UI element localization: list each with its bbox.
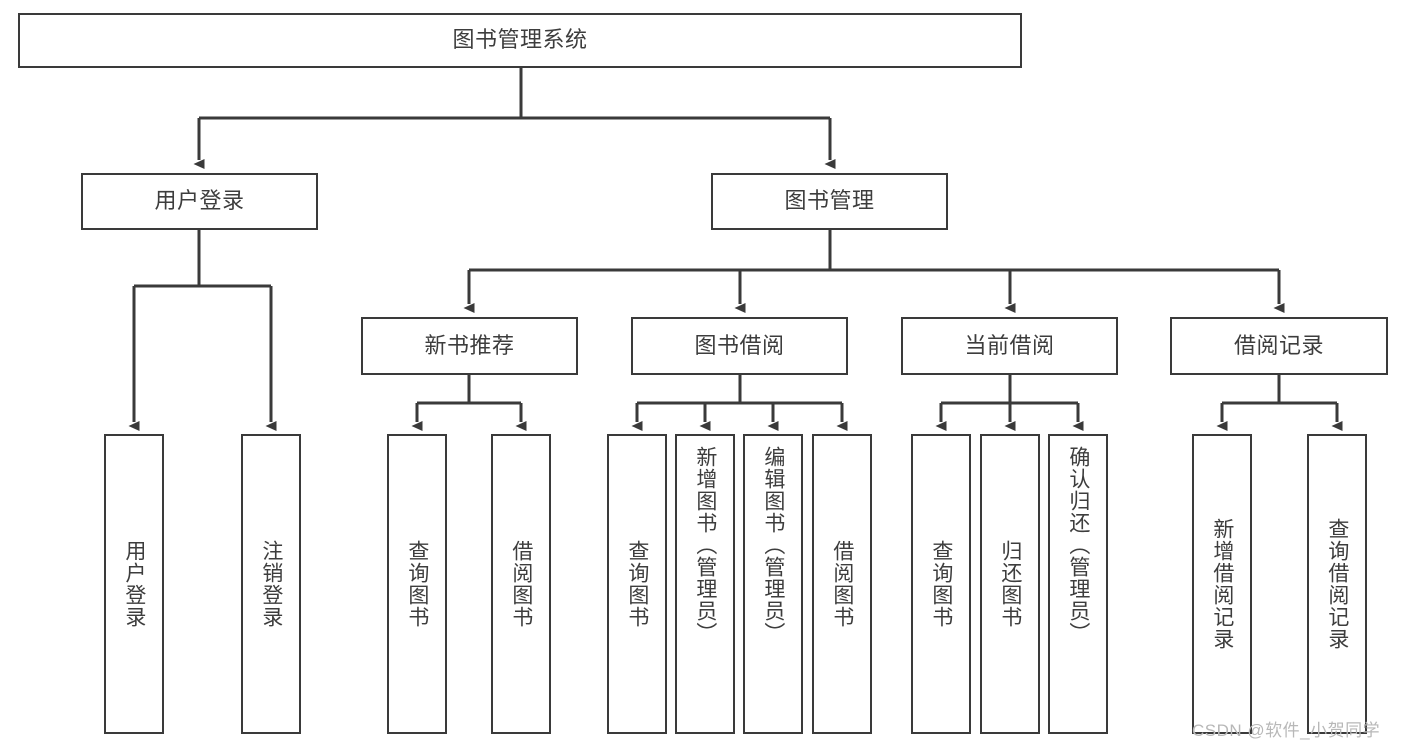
leaf-current-borrow-query[interactable]: 查询图书 [911, 434, 971, 734]
leaf-current-borrow-return[interactable]: 归还图书 [980, 434, 1040, 734]
leaf-new-book-query[interactable]: 查询图书 [387, 434, 447, 734]
node-user-login[interactable]: 用户登录 [81, 173, 318, 230]
leaf-current-borrow-confirm-admin[interactable]: 确认归还（管理员） [1048, 434, 1108, 734]
leaf-borrow-record-query[interactable]: 查询借阅记录 [1307, 434, 1367, 734]
node-borrow-record[interactable]: 借阅记录 [1170, 317, 1388, 375]
node-root[interactable]: 图书管理系统 [18, 13, 1022, 68]
leaf-book-borrow-borrow[interactable]: 借阅图书 [812, 434, 872, 734]
leaf-user-login-login[interactable]: 用户登录 [104, 434, 164, 734]
node-book-borrow[interactable]: 图书借阅 [631, 317, 848, 375]
csdn-watermark: CSDN @软件_小贺同学 [1192, 721, 1381, 740]
leaf-user-login-logout[interactable]: 注销登录 [241, 434, 301, 734]
leaf-book-borrow-query[interactable]: 查询图书 [607, 434, 667, 734]
leaf-borrow-record-add[interactable]: 新增借阅记录 [1192, 434, 1252, 734]
node-current-borrow[interactable]: 当前借阅 [901, 317, 1118, 375]
node-new-book-recommend[interactable]: 新书推荐 [361, 317, 578, 375]
leaf-book-borrow-edit-admin[interactable]: 编辑图书（管理员） [743, 434, 803, 734]
node-book-management[interactable]: 图书管理 [711, 173, 948, 230]
leaf-book-borrow-add-admin[interactable]: 新增图书（管理员） [675, 434, 735, 734]
leaf-new-book-borrow[interactable]: 借阅图书 [491, 434, 551, 734]
